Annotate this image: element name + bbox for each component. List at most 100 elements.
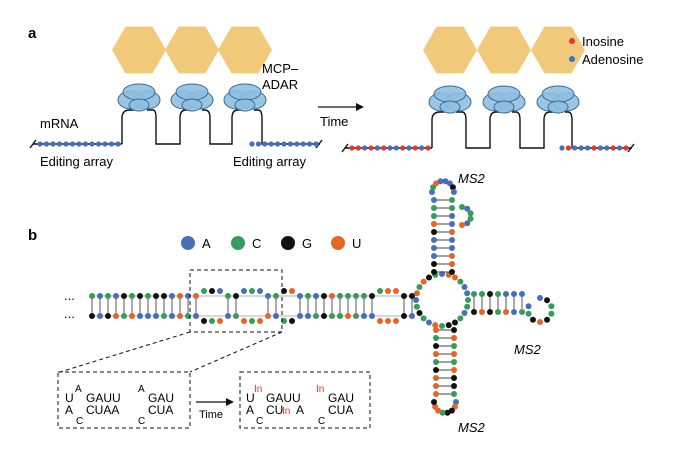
sequence-after: In In U GAUU GAU A C CU In A C CUA — [246, 384, 354, 427]
nucleotide — [241, 288, 247, 294]
seq-before-top-mid1: GAUU — [86, 391, 121, 405]
nucleotide — [429, 189, 435, 195]
adenosine-dot — [281, 141, 287, 147]
nucleotide — [249, 288, 255, 294]
legend-inosine-label: Inosine — [582, 34, 624, 49]
nucleotide — [353, 293, 359, 299]
nucleotide — [313, 313, 319, 319]
nucleotide — [193, 313, 199, 319]
nucleotide — [89, 293, 95, 299]
nucleotide — [209, 318, 215, 324]
nucleotide — [449, 245, 455, 251]
seq-after-bot-small-left: C — [256, 416, 263, 427]
legend-a: Inosine Adenosine — [569, 34, 643, 67]
backbone — [90, 295, 414, 317]
nucleotide — [431, 237, 437, 243]
mcp-lobe — [175, 83, 209, 101]
seq-before-bot-mid2: CUA — [148, 403, 173, 417]
nucleotide — [445, 322, 452, 329]
adenosine-dot — [76, 141, 82, 147]
nucleotide — [153, 313, 159, 319]
nucleotide — [217, 288, 223, 294]
nucleotide — [416, 310, 423, 316]
nucleotide — [241, 318, 247, 324]
nucleotide — [431, 399, 437, 405]
nucleotide — [449, 237, 455, 243]
nucleotide — [426, 319, 432, 326]
nucleotide — [503, 291, 509, 297]
adenosine-dot — [69, 141, 76, 147]
nucleotide — [495, 309, 501, 315]
nucleotide — [377, 318, 383, 324]
adenosine-dot — [294, 141, 300, 147]
seq-after-top-left: U — [246, 391, 255, 405]
inosine-dot — [381, 145, 387, 151]
nucleotide — [433, 375, 439, 381]
adenosine-dot — [249, 141, 255, 147]
nucleotide — [464, 303, 471, 310]
adenosine-dot — [102, 141, 108, 147]
adar-hexagon — [477, 26, 531, 74]
nucleotide — [433, 335, 439, 341]
mcp-lobe — [487, 85, 521, 103]
adenosine-dot — [362, 145, 368, 151]
nucleotide — [453, 399, 459, 405]
nucleotide — [479, 309, 485, 315]
nucleotide — [337, 313, 343, 319]
nucleotide — [451, 343, 457, 349]
adenosine-dot — [95, 141, 102, 147]
edited-array-left-dots — [349, 145, 431, 151]
nucleotide — [97, 293, 103, 299]
zoom-region-box — [189, 269, 283, 333]
nucleotide — [529, 316, 536, 323]
adenosine-dot — [597, 145, 604, 151]
ellipsis-bottom: ... — [64, 306, 75, 321]
nucleotide — [519, 291, 525, 297]
nucleotide — [345, 313, 351, 319]
nucleotide — [433, 359, 439, 365]
nucleotide — [451, 375, 457, 381]
nucleotide — [431, 221, 437, 227]
nucleotide — [431, 269, 437, 275]
zoom-lines — [59, 331, 283, 373]
nucleotide — [289, 318, 295, 324]
nucleotide — [431, 229, 437, 235]
nucleotide — [345, 293, 351, 299]
nucleotide — [329, 313, 335, 319]
seq-after-bot-mid1b: A — [296, 403, 304, 417]
nucleotide — [321, 293, 327, 299]
legend-c-label: C — [252, 236, 261, 251]
nucleotide — [467, 215, 474, 222]
legend-g-label: G — [302, 236, 312, 251]
adenosine-dot — [255, 141, 261, 147]
nucleotide — [452, 274, 458, 281]
nucleotide — [313, 293, 319, 299]
nucleotide — [544, 297, 551, 304]
nucleotide — [433, 343, 439, 349]
ms2-label-right: MS2 — [514, 342, 542, 357]
nucleotide — [413, 290, 420, 297]
nucleotide — [432, 322, 439, 329]
adenosine-dot — [604, 145, 610, 151]
mcp-label-line2: ADAR — [262, 77, 298, 92]
nucleotide — [464, 205, 471, 212]
nucleotide-legend: A C G U — [181, 236, 361, 251]
nucleotide — [225, 313, 231, 319]
seq-before-bot-small-right: C — [138, 416, 145, 427]
inosine-dot — [349, 145, 355, 151]
mrna-label: mRNA — [40, 116, 79, 131]
nucleotide — [361, 313, 367, 319]
adar-hexagon — [218, 26, 272, 74]
nucleotide — [449, 184, 456, 191]
nucleotide — [177, 293, 183, 299]
mcp-lobe — [493, 100, 515, 114]
nucleotide — [449, 197, 455, 203]
seq-before-top-small-right: A — [138, 384, 145, 395]
nucleotide — [503, 309, 509, 315]
legend-adenosine-dot — [569, 56, 575, 62]
adenosine-dot — [56, 141, 63, 147]
nucleotide — [105, 313, 111, 319]
legend-a-label: A — [202, 236, 211, 251]
nucleotide — [97, 313, 103, 319]
